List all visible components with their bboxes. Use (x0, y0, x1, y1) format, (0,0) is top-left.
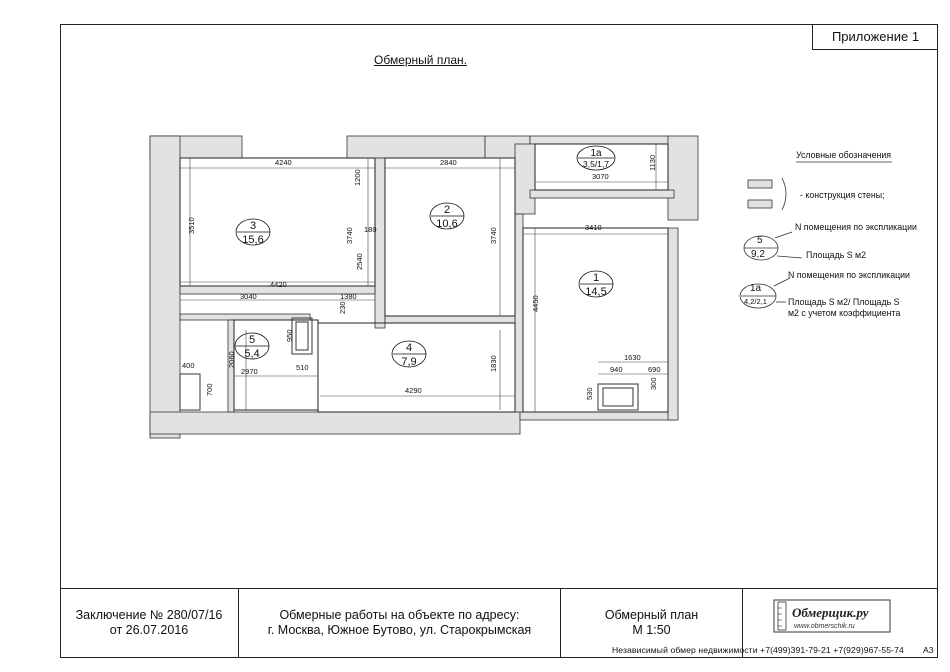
room-area: 15,6 (242, 234, 263, 246)
dim-label: 1380 (340, 292, 357, 301)
plan-name: Обмерный план (604, 608, 699, 622)
dim-label: 300 (649, 377, 658, 390)
dim-label: 400 (182, 361, 195, 370)
room-num: 1а (590, 148, 602, 159)
dim-label: 2840 (440, 158, 457, 167)
room-labels: 3 15,6 2 10,6 1а 3,5/1,7 1 14,5 5 5,4 4 … (242, 148, 609, 368)
dim-label: 3040 (240, 292, 257, 301)
title-divider (742, 588, 743, 658)
sheet-size: А3 (923, 645, 934, 655)
dim-label: 1630 (624, 353, 641, 362)
room-area: 14,5 (585, 286, 606, 298)
address-text: г. Москва, Южное Бутово, ул. Старокрымск… (267, 623, 532, 637)
address-heading: Обмерные работы на объекте по адресу: (279, 608, 520, 622)
room-num: 4 (406, 342, 412, 354)
room-area: 7,9 (401, 356, 416, 368)
wall-symbol-icon (747, 199, 773, 209)
room-marker-1a (576, 145, 616, 171)
dim-label: 700 (205, 383, 214, 396)
room-num: 5 (249, 334, 255, 346)
dim-label: 2540 (355, 253, 364, 270)
room-area: 5,4 (244, 348, 259, 360)
room-area: 3,5/1,7 (583, 159, 609, 169)
fixtures (179, 317, 639, 411)
room-area: 10,6 (436, 218, 457, 230)
drawing-frame (60, 24, 938, 658)
dim-label: 510 (296, 363, 309, 372)
dim-label: 1130 (648, 155, 657, 171)
company-logo: Обмерщик.ру www.obmerschik.ru (772, 598, 892, 636)
walls (149, 135, 699, 439)
dimension-labels: 4240 2840 3070 1130 1200 3510 3740 180 2… (182, 155, 661, 400)
legend-sample-area: 9,2 (751, 249, 765, 260)
ruler-icon (777, 601, 787, 631)
room-num: 1 (593, 272, 599, 284)
title-block (60, 588, 938, 659)
dim-label: 950 (285, 329, 294, 342)
address-cell: Обмерные работы на объекте по адресу: г.… (239, 588, 560, 658)
legend-area-label: Площадь S м2 (806, 250, 866, 260)
dim-label: 4290 (405, 386, 422, 395)
dim-label: 3740 (345, 227, 354, 244)
room-markers (234, 145, 616, 368)
dim-label: 3070 (592, 172, 609, 181)
legend-n-label: N помещения по экспликации (795, 222, 917, 232)
legend-graphics (739, 161, 892, 309)
dimension-lines (180, 144, 668, 412)
title-divider (560, 588, 561, 658)
legend-sample-num: 5 (757, 235, 763, 246)
room-outlines (179, 143, 669, 413)
conclusion-date: от 26.07.2016 (109, 623, 189, 637)
dim-label: 4450 (531, 295, 540, 312)
plan-cell: Обмерный план М 1:50 (561, 588, 742, 658)
appendix-stamp: Приложение 1 (812, 24, 938, 50)
conclusion-cell: Заключение № 280/07/16 от 26.07.2016 (60, 588, 238, 658)
dim-label: 4240 (275, 158, 292, 167)
legend-title: Условные обозначения (796, 150, 892, 160)
footer-contacts: Независимый обмер недвижимости +7(499)39… (612, 645, 904, 655)
dim-label: 940 (610, 365, 623, 374)
dim-label: 2970 (241, 367, 258, 376)
title-divider (238, 588, 239, 658)
room-num: 2 (444, 204, 450, 216)
legend-sample-area-2: 4,2/2,1 (744, 297, 767, 306)
dim-label: 230 (338, 301, 347, 314)
dim-label: 1200 (353, 169, 362, 186)
dim-label: 3410 (585, 223, 602, 232)
plan-scale: М 1:50 (632, 623, 671, 637)
dim-label: 1830 (489, 355, 498, 372)
legend-wall-label: - конструкция стены; (800, 190, 885, 200)
legend-area-label-2b: м2 с учетом коэффициента (788, 308, 901, 318)
dim-label: 2060 (227, 351, 236, 368)
plan-title: Обмерный план. (374, 53, 467, 67)
dim-label: 690 (648, 365, 661, 374)
dim-label: 180 (364, 225, 377, 234)
legend-area-label-2a: Площадь S м2/ Площадь S (788, 297, 900, 307)
dim-label: 3510 (187, 217, 196, 234)
logo-frame (773, 599, 891, 633)
wall-symbol-icon (747, 179, 773, 189)
dim-label: 530 (585, 387, 594, 400)
logo-text: Обмерщик.ру (792, 605, 869, 620)
legend-n-label-2: N помещения по экспликации (788, 270, 910, 280)
dim-label: 4420 (270, 280, 287, 289)
room-num: 3 (250, 220, 256, 232)
conclusion-number: Заключение № 280/07/16 (75, 608, 223, 622)
logo-url: www.obmerschik.ru (794, 623, 855, 630)
legend-sample-num-2: 1а (750, 283, 762, 294)
dim-label: 3740 (489, 227, 498, 244)
